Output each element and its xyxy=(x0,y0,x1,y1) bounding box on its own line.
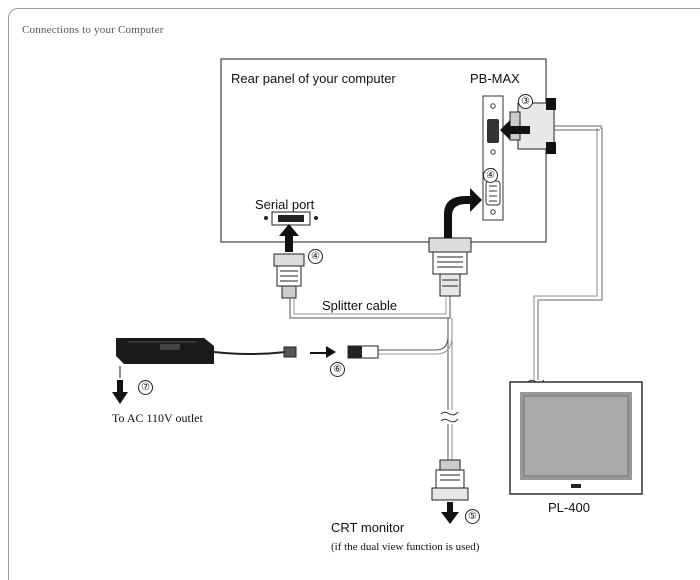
pl400-cable xyxy=(537,127,603,380)
power-jack xyxy=(347,345,379,359)
pb-max-label: PB-MAX xyxy=(470,71,520,86)
ac-adapter xyxy=(116,338,297,364)
step-4-video-marker: ④ xyxy=(483,168,498,183)
splitter-cable xyxy=(289,296,451,319)
video-plug xyxy=(428,237,472,297)
rear-panel-label: Rear panel of your computer xyxy=(231,71,396,86)
crt-monitor-label: CRT monitor xyxy=(331,520,405,535)
power-branch-cable xyxy=(378,335,449,351)
step-6-marker: ⑥ xyxy=(330,362,345,377)
step-4-serial-marker: ④ xyxy=(308,249,323,264)
arrow-to-serial-port xyxy=(279,224,299,252)
arrow-to-crt-monitor xyxy=(441,502,459,524)
arrow-to-power-jack xyxy=(310,346,336,358)
step-3-marker: ③ xyxy=(518,94,533,109)
pl-400-display xyxy=(509,381,643,495)
ac-outlet-label: To AC 110V outlet xyxy=(112,411,203,425)
arrow-to-video-port xyxy=(444,188,482,238)
crt-plug xyxy=(431,459,469,501)
diagram-frame xyxy=(8,8,700,580)
diagram-caption: Connections to your Computer xyxy=(22,24,164,36)
dual-view-note: (if the dual view function is used) xyxy=(331,541,480,553)
pb-max-card xyxy=(482,95,504,221)
splitter-cable-label: Splitter cable xyxy=(322,298,398,313)
step-5-marker: ⑤ xyxy=(465,509,480,524)
pl-400-label: PL-400 xyxy=(548,500,590,515)
arrow-to-pb-max xyxy=(500,120,530,140)
arrow-to-ac-outlet xyxy=(112,380,128,404)
serial-port-label: Serial port xyxy=(255,197,315,212)
serial-plug xyxy=(273,253,305,299)
step-7-marker: ⑦ xyxy=(138,380,153,395)
serial-port-connector xyxy=(264,211,318,226)
